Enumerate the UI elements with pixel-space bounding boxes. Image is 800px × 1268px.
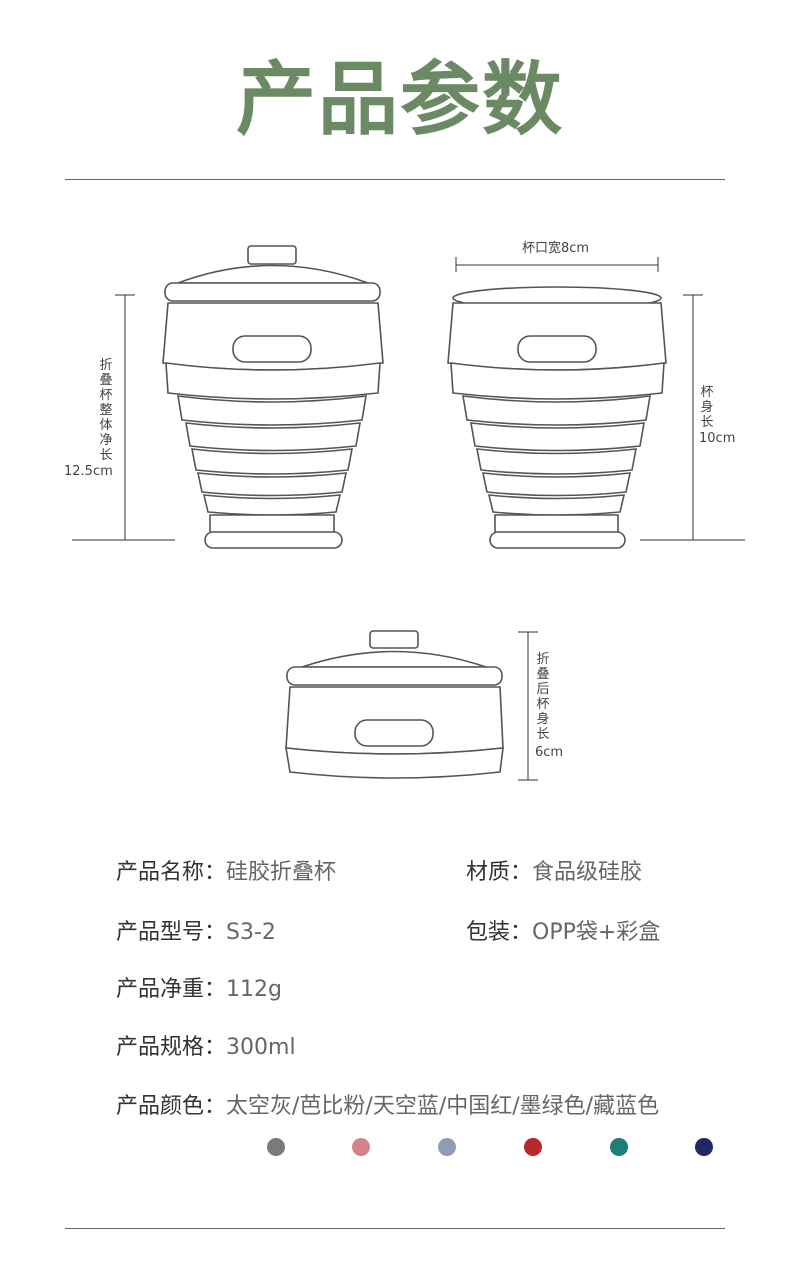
spec-value: 太空灰/芭比粉/天空蓝/中国红/墨绿色/藏蓝色: [226, 1094, 660, 1119]
spec-key: 材质：: [466, 860, 533, 885]
cup-with-lid-illustration: [162, 245, 384, 549]
spec-material: 材质：食品级硅胶: [466, 858, 642, 888]
spec-value: 硅胶折叠杯: [226, 860, 337, 885]
swatch-barbie-pink: [352, 1138, 370, 1156]
swatch-navy-blue: [695, 1138, 713, 1156]
spec-value: 300ml: [226, 1035, 296, 1060]
folded-height-label: 折叠后杯身长: [536, 652, 550, 742]
spec-colors: 产品颜色：太空灰/芭比粉/天空蓝/中国红/墨绿色/藏蓝色: [116, 1092, 659, 1122]
folded-height-value: 6cm: [535, 745, 564, 760]
dimension-lines: [72, 257, 745, 781]
spec-key: 包装：: [466, 920, 533, 945]
total-height-value: 12.5cm: [64, 464, 113, 479]
spec-product-name: 产品名称：硅胶折叠杯: [116, 858, 336, 888]
total-height-label: 折叠杯整体净长: [99, 358, 113, 463]
folded-cup-illustration: [285, 630, 504, 779]
spec-value: 112g: [226, 977, 282, 1002]
spec-key: 产品规格：: [116, 1035, 227, 1060]
spec-key: 产品净重：: [116, 977, 227, 1002]
top-divider: [65, 179, 725, 180]
spec-value: S3-2: [226, 920, 276, 945]
spec-key: 产品名称：: [116, 860, 227, 885]
spec-value: 食品级硅胶: [532, 860, 643, 885]
cup-without-lid-illustration: [447, 286, 667, 549]
cup-dimension-diagram: [72, 245, 745, 781]
cup-mouth-width: 杯口宽8cm: [522, 241, 590, 256]
spec-weight: 产品净重：112g: [116, 975, 282, 1005]
bottom-divider: [65, 1228, 725, 1229]
body-height-label: 杯身长: [700, 385, 714, 430]
page-title: 产品参数: [236, 53, 564, 146]
spec-package: 包装：OPP袋+彩盒: [466, 918, 660, 948]
body-height-value: 10cm: [699, 431, 736, 446]
spec-model: 产品型号：S3-2: [116, 918, 276, 948]
swatch-sky-blue: [438, 1138, 456, 1156]
swatch-china-red: [524, 1138, 542, 1156]
swatch-dark-green: [610, 1138, 628, 1156]
spec-key: 产品型号：: [116, 920, 227, 945]
spec-value: OPP袋+彩盒: [532, 920, 661, 945]
swatch-space-gray: [267, 1138, 285, 1156]
spec-size: 产品规格：300ml: [116, 1033, 296, 1063]
spec-key: 产品颜色：: [116, 1094, 227, 1119]
